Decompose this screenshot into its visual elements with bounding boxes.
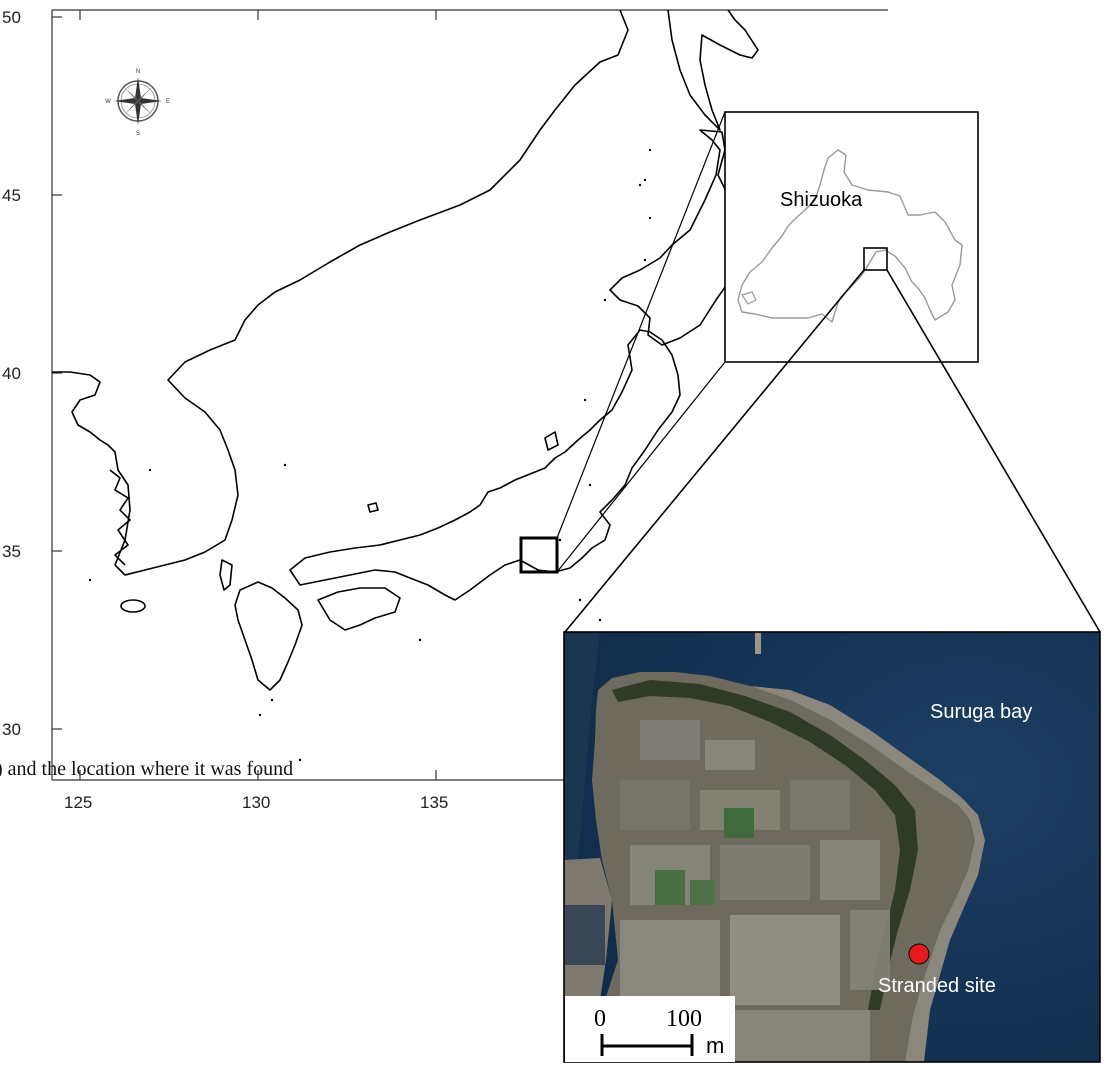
oki-islands	[367, 502, 379, 513]
satellite-inset: Suruga bay Stranded site 0 100 m	[563, 269, 1101, 1063]
sports-field	[690, 880, 715, 905]
islets	[88, 148, 652, 762]
jeju-island	[120, 599, 146, 613]
compass-e: E	[166, 99, 170, 105]
x-tick-label: 130	[242, 793, 270, 812]
scale-bar-background	[565, 996, 735, 1062]
scale-bar-zero: 0	[594, 1006, 606, 1032]
sports-field	[724, 808, 754, 838]
harbour-water	[564, 632, 600, 1062]
x-tick-label: 125	[64, 793, 92, 812]
ryukyu-islands	[215, 785, 240, 808]
y-tick-label: 40	[2, 364, 21, 383]
solar-panels	[565, 905, 605, 965]
hokkaido-coastline	[609, 129, 736, 346]
shizuoka-outline	[737, 149, 963, 323]
y-tick-label: 35	[2, 542, 21, 561]
korea-west-coast	[109, 469, 131, 566]
satellite-connector	[886, 269, 1101, 633]
scale-bar: 0 100 m	[565, 996, 735, 1062]
breakwater	[755, 632, 761, 654]
prefecture-inset-frame	[724, 111, 979, 363]
beach-strip	[750, 686, 985, 1062]
y-tick-marks	[52, 16, 62, 730]
shizuoka-west-detail	[741, 291, 757, 305]
compass-rose: N S E W	[105, 69, 170, 137]
sado-coastline	[544, 431, 559, 451]
y-tick-label: 50	[2, 8, 21, 27]
compass-w: W	[105, 99, 111, 105]
site-locator-box	[863, 247, 888, 271]
x-tick-marks	[79, 10, 437, 780]
sakhalin-coastline	[667, 10, 759, 131]
prefecture-inset: Shizuoka	[556, 111, 979, 573]
inset-connector	[556, 111, 726, 539]
shikoku-coastline	[317, 587, 401, 631]
tree-belt	[612, 680, 918, 1010]
y-tick-label: 45	[2, 186, 21, 205]
compass-n: N	[136, 69, 140, 75]
mainland-asia-coastline	[52, 10, 629, 576]
shizuoka-label: Shizuoka	[780, 189, 863, 211]
stranded-site-label: Stranded site	[878, 975, 996, 997]
satellite-connector	[564, 269, 865, 633]
stranded-site-marker	[908, 943, 930, 965]
honshu-coastline	[289, 329, 681, 601]
figure-caption: ) and the location where it was found	[0, 758, 294, 780]
kyushu-coastline	[234, 581, 303, 691]
x-tick-label: 135	[420, 793, 448, 812]
scale-bar-unit: m	[706, 1033, 724, 1058]
compass-s: S	[136, 131, 140, 137]
tsushima-coastline	[219, 559, 233, 591]
inset-connector	[556, 361, 726, 573]
suruga-bay-label: Suruga bay	[930, 701, 1032, 723]
scale-bar-hundred: 100	[666, 1006, 702, 1032]
satellite-inset-frame	[563, 631, 1101, 1063]
shizuoka-locator-box	[519, 536, 559, 574]
y-tick-label: 30	[2, 720, 21, 739]
sports-field	[655, 870, 685, 905]
